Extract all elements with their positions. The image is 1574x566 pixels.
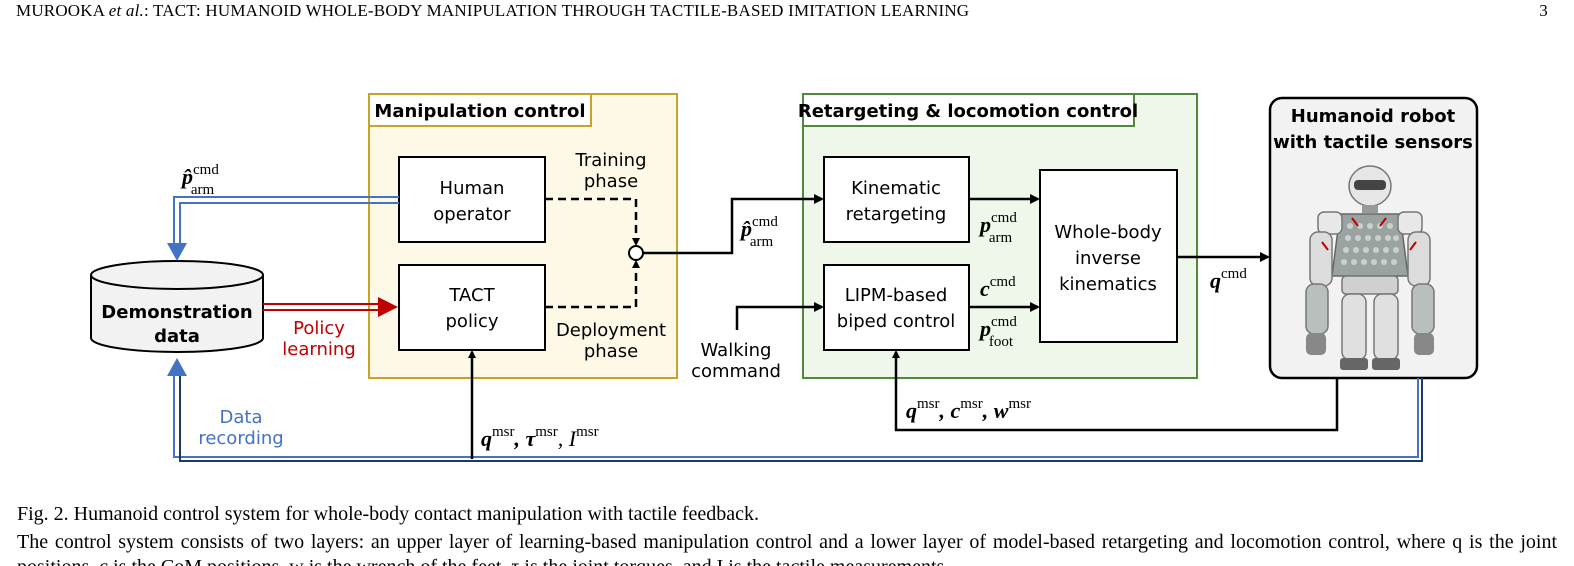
body-text-clip: The control system consists of two layer…: [0, 530, 1574, 566]
human-operator-label-2: operator: [433, 204, 511, 225]
running-title: MUROOKA et al.: TACT: HUMANOID WHOLE-BOD…: [16, 1, 969, 21]
human-to-data-arrow: [167, 196, 399, 261]
tact-measurement-label: qmsr, τmsr, Imsr: [481, 424, 599, 451]
lipm-label-2: biped control: [837, 311, 955, 332]
human-operator-label-1: Human: [440, 178, 505, 199]
wbik-label-2: inverse: [1075, 248, 1141, 269]
deployment-phase-label-1: Deployment: [556, 320, 666, 341]
policy-learning-arrow: [263, 297, 398, 317]
whole-body-ik-box: [1039, 169, 1178, 343]
robot-title-1: Humanoid robot: [1291, 106, 1456, 127]
page-header: MUROOKA et al.: TACT: HUMANOID WHOLE-BOD…: [16, 0, 1558, 22]
deployment-phase-label-2: phase: [584, 341, 638, 362]
policy-learning-label-2: learning: [282, 339, 355, 360]
body-paragraph: The control system consists of two layer…: [17, 531, 1557, 566]
tact-policy-label-1: TACT: [448, 285, 495, 306]
walking-label-1: Walking: [701, 340, 772, 361]
walking-label-2: command: [691, 361, 781, 382]
demo-data-label-2: data: [154, 326, 200, 347]
arm-command-arrow: [643, 194, 824, 255]
switch-node: [628, 245, 644, 261]
humanoid-robot-icon: [1305, 165, 1435, 370]
manipulation-title: Manipulation control: [374, 101, 585, 122]
training-dashed-line: [545, 197, 640, 246]
human-operator-box: [398, 156, 546, 243]
training-phase-label-1: Training: [574, 150, 646, 171]
retargeting-title: Retargeting & locomotion control: [798, 101, 1138, 122]
header-authors: MUROOKA: [16, 1, 105, 20]
header-etal: et al.: [108, 1, 144, 20]
kinematic-label-2: retargeting: [846, 204, 947, 225]
demo-data-label-1: Demonstration: [101, 302, 252, 323]
policy-learning-label-1: Policy: [293, 318, 345, 339]
q-cmd-label: qcmd: [1210, 266, 1247, 293]
robot-measurement-label: qmsr, cmsr, wmsr: [906, 396, 1031, 423]
data-recording-loop: [167, 358, 1423, 462]
page-number: 3: [1539, 1, 1548, 20]
wbik-label-3: kinematics: [1059, 274, 1157, 295]
c-cmd-label: ccmd: [980, 274, 1016, 301]
walking-command-arrow: [735, 302, 824, 330]
lipm-feedback-arrow: [892, 350, 1339, 432]
retargeting-title-tab: [802, 93, 1135, 127]
figure-caption: Fig. 2. Humanoid control system for whol…: [17, 503, 760, 525]
lipm-label-1: LIPM-based: [845, 285, 948, 306]
robot-title-2: with tactile sensors: [1273, 132, 1473, 153]
kinematic-label-1: Kinematic: [851, 178, 941, 199]
tact-policy-label-2: policy: [446, 311, 499, 332]
kinematic-retargeting-box: [823, 156, 970, 243]
data-recording-label-2: recording: [198, 428, 283, 449]
wbik-label-1: Whole-body: [1054, 222, 1162, 243]
data-recording-label-1: Data: [220, 407, 263, 428]
manipulation-title-tab: [368, 93, 592, 127]
control-system-figure: Manipulation control Retargeting & locom…: [90, 93, 1479, 462]
lipm-biped-box: [823, 264, 970, 351]
training-phase-label-2: phase: [584, 171, 638, 192]
demonstration-data-database: [90, 260, 264, 353]
tact-policy-box: [398, 264, 546, 351]
deployment-dashed-line: [545, 260, 640, 309]
header-title: : TACT: HUMANOID WHOLE-BODY MANIPULATION…: [143, 1, 970, 20]
